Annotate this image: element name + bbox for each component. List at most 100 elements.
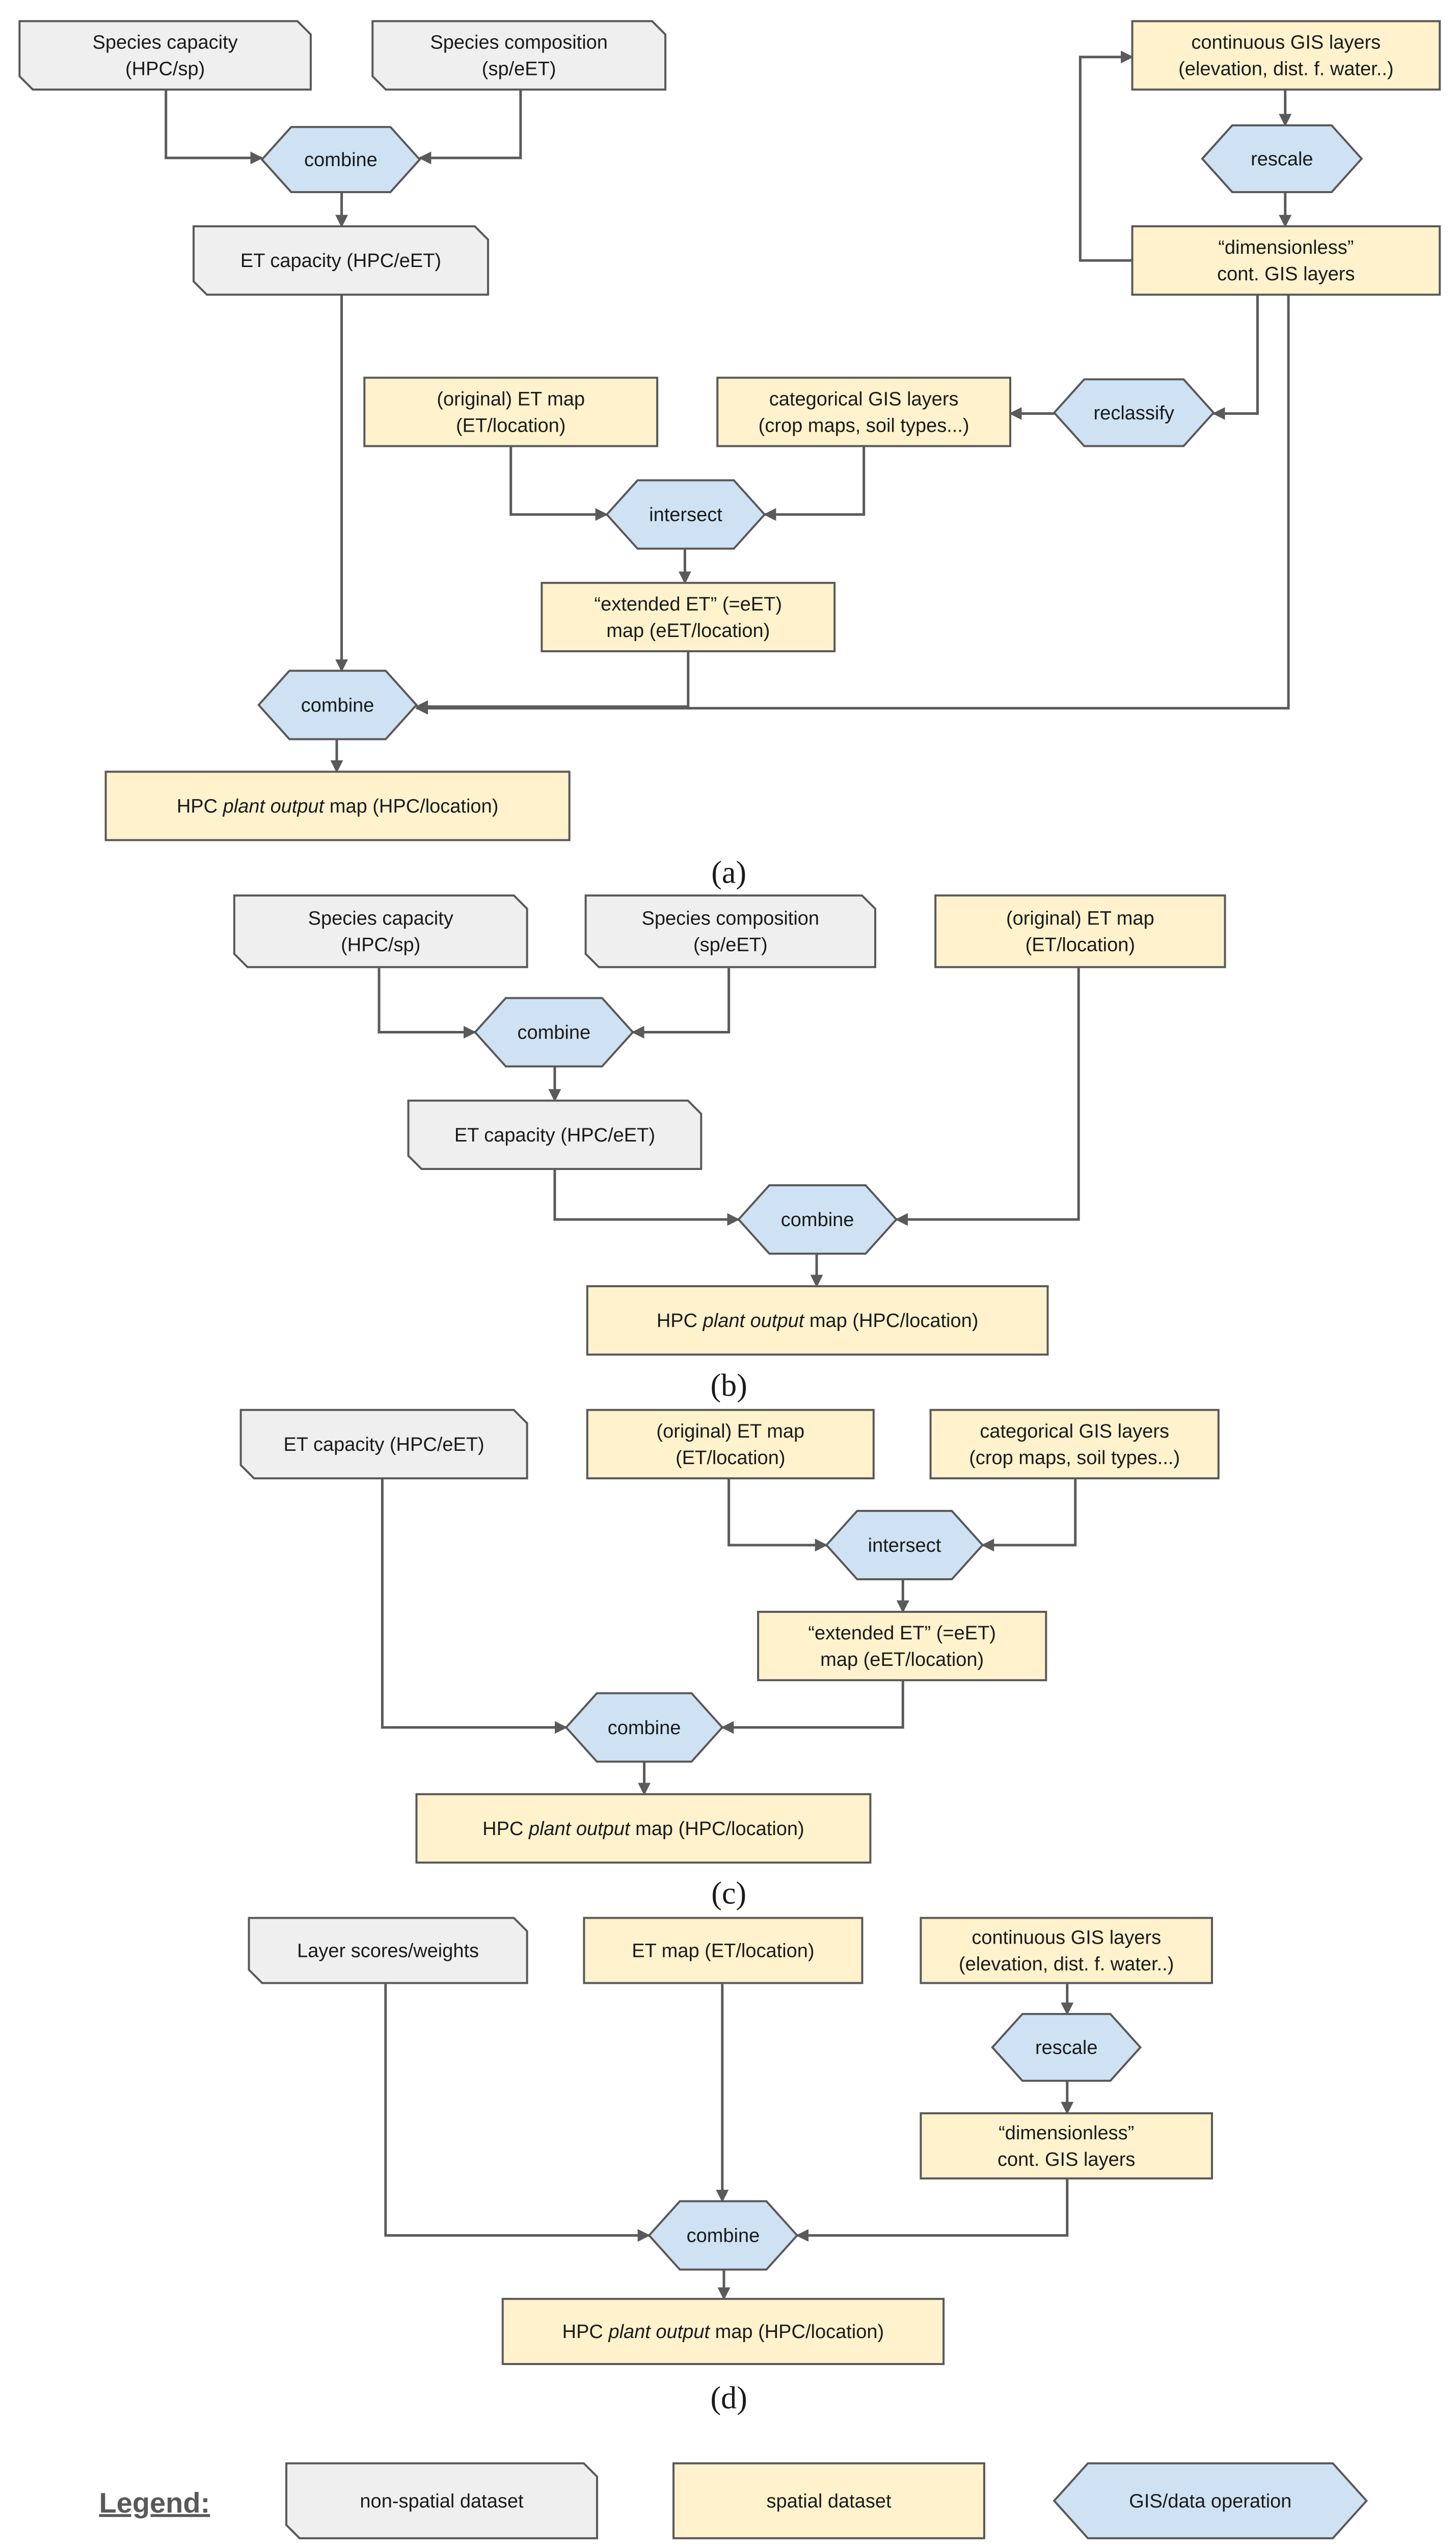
non-spatial-dataset-dataset: non-spatial dataset xyxy=(285,2462,598,2539)
node-label: combine xyxy=(687,2225,760,2247)
combine-operation: combine xyxy=(257,670,418,740)
node-label: categorical GIS layers xyxy=(769,388,959,410)
species-composition-dataset: Species composition (sp/eET) xyxy=(371,20,667,91)
et-capacity-hpc-eet-dataset: ET capacity (HPC/eET) xyxy=(193,225,489,296)
et-capacity-hpc-eet-dataset: ET capacity (HPC/eET) xyxy=(407,1099,703,1170)
flow-arrow xyxy=(763,446,866,521)
gis-data-operation-operation: GIS/data operation xyxy=(1053,2462,1368,2539)
node-label: map (eET/location) xyxy=(820,1649,984,1670)
combine-operation: combine xyxy=(473,997,634,1068)
node-label: (ET/location) xyxy=(676,1447,785,1469)
node-label: continuous GIS layers xyxy=(972,1927,1161,1948)
rescale-operation: rescale xyxy=(1201,124,1363,193)
node-label: continuous GIS layers xyxy=(1191,32,1381,54)
flow-arrow xyxy=(631,967,731,1039)
continuous-gis-layers-dataset: continuous GIS layers(elevation, dist. f… xyxy=(920,1917,1214,1984)
original-et-map-dataset: (original) ET map (ET/location) xyxy=(363,377,659,447)
layer-scores-weights-dataset: Layer scores/weights xyxy=(248,1917,528,1984)
node-label: HPC plant output map (HPC/location) xyxy=(657,1310,979,1332)
node-label: combine xyxy=(517,1022,590,1044)
panel-label: (c) xyxy=(711,1876,746,1911)
rescale-operation: rescale xyxy=(991,2013,1142,2082)
node-label: HPC plant output map (HPC/location) xyxy=(562,2321,884,2343)
panel-label: (b) xyxy=(710,1368,747,1403)
node-label: (sp/eET) xyxy=(482,59,556,80)
intersect-operation: intersect xyxy=(605,479,766,550)
node-label: spatial dataset xyxy=(766,2490,891,2512)
node-label: ET capacity (HPC/eET) xyxy=(284,1434,484,1455)
node-label: ET map (ET/location) xyxy=(632,1940,814,1961)
hpc-plant-output-map-hpc-location-dataset: HPC plant output map (HPC/location) xyxy=(104,771,571,841)
species-composition-dataset: Species composition (sp/eET) xyxy=(584,894,876,968)
node-label: (HPC/sp) xyxy=(125,59,205,80)
node-label: intersect xyxy=(868,1535,941,1556)
node-label: HPC plant output map (HPC/location) xyxy=(482,1818,804,1840)
node-label: reclassify xyxy=(1094,403,1174,424)
flow-arrow xyxy=(981,1478,1077,1552)
node-label: (crop maps, soil types...) xyxy=(969,1447,1180,1469)
species-capacity-dataset: Species capacity (HPC/sp) xyxy=(18,20,312,91)
dimensionless-dataset: “dimensionless”cont. GIS layers xyxy=(920,2112,1214,2180)
node-label: Species composition xyxy=(430,32,608,54)
original-et-map-dataset: (original) ET map(ET/location) xyxy=(586,1409,875,1479)
node-label: GIS/data operation xyxy=(1129,2490,1291,2512)
node-label: “extended ET” (=eET) xyxy=(594,594,782,615)
flow-arrow xyxy=(721,1680,904,1734)
node-label: rescale xyxy=(1035,2037,1098,2059)
node-label: combine xyxy=(301,695,374,716)
flow-arrow xyxy=(1212,295,1259,420)
legend-title: Legend: xyxy=(99,2487,210,2519)
node-label: (crop maps, soil types...) xyxy=(759,415,969,436)
node-label: Layer scores/weights xyxy=(297,1940,479,1961)
et-capacity-hpc-eet-dataset: ET capacity (HPC/eET) xyxy=(239,1409,528,1479)
flow-arrow xyxy=(509,446,608,521)
hpc-plant-output-map-hpc-location-dataset: HPC plant output map (HPC/location) xyxy=(586,1285,1049,1356)
dimensionless-dataset: “dimensionless” cont. GIS layers xyxy=(1131,225,1441,296)
flow-arrow xyxy=(1078,50,1134,262)
combine-operation: combine xyxy=(737,1184,898,1255)
flow-arrow xyxy=(418,89,522,165)
flow-arrow xyxy=(378,967,476,1039)
categorical-gis-layers-dataset: categorical GIS layers (crop maps, soil t… xyxy=(716,377,1012,447)
flow-arrow xyxy=(796,2178,1069,2242)
node-label: combine xyxy=(781,1209,854,1231)
panel-label: (d) xyxy=(710,2381,747,2416)
hpc-plant-output-map-hpc-location-dataset: HPC plant output map (HPC/location) xyxy=(415,1793,872,1864)
node-label: (ET/location) xyxy=(1026,934,1135,956)
species-capacity-dataset: Species capacity (HPC/sp) xyxy=(233,894,528,968)
node-label: intersect xyxy=(649,505,722,526)
reclassify-operation: reclassify xyxy=(1053,378,1215,447)
node-label: (ET/location) xyxy=(456,415,565,436)
node-label: “dimensionless” xyxy=(1218,237,1354,258)
node-label: rescale xyxy=(1251,149,1313,170)
node-label: (elevation, dist. f. water..) xyxy=(1178,59,1393,80)
node-label: Species capacity xyxy=(93,32,238,54)
node-label: categorical GIS layers xyxy=(980,1421,1169,1442)
node-label: HPC plant output map (HPC/location) xyxy=(177,795,499,817)
combine-operation: combine xyxy=(260,126,421,193)
node-label: non-spatial dataset xyxy=(360,2490,524,2512)
node-label: cont. GIS layers xyxy=(997,2149,1135,2170)
et-map-et-location-dataset: ET map (ET/location) xyxy=(583,1917,864,1984)
combine-operation: combine xyxy=(648,2200,799,2271)
node-label: “extended ET” (=eET) xyxy=(808,1623,996,1644)
panel-label: (a) xyxy=(711,855,746,890)
flow-arrow xyxy=(553,1169,740,1226)
spatial-dataset-dataset: spatial dataset xyxy=(672,2462,985,2539)
hpc-plant-output-map-hpc-location-dataset: HPC plant output map (HPC/location) xyxy=(501,2298,945,2365)
node-label: (original) ET map xyxy=(437,388,585,410)
node-label: (sp/eET) xyxy=(693,934,768,956)
node-label: Species composition xyxy=(642,908,820,929)
node-label: (HPC/sp) xyxy=(341,934,420,956)
flow-arrow xyxy=(384,1983,651,2242)
node-label: ET capacity (HPC/eET) xyxy=(454,1125,655,1146)
node-label: cont. GIS layers xyxy=(1217,263,1355,285)
flow-arrow xyxy=(381,1478,568,1734)
flow-arrow xyxy=(895,967,1080,1226)
flow-arrow xyxy=(727,1478,828,1552)
node-label: map (eET/location) xyxy=(606,620,770,642)
flow-arrow xyxy=(165,89,263,165)
node-label: combine xyxy=(608,1717,681,1739)
node-label: Species capacity xyxy=(308,908,453,929)
